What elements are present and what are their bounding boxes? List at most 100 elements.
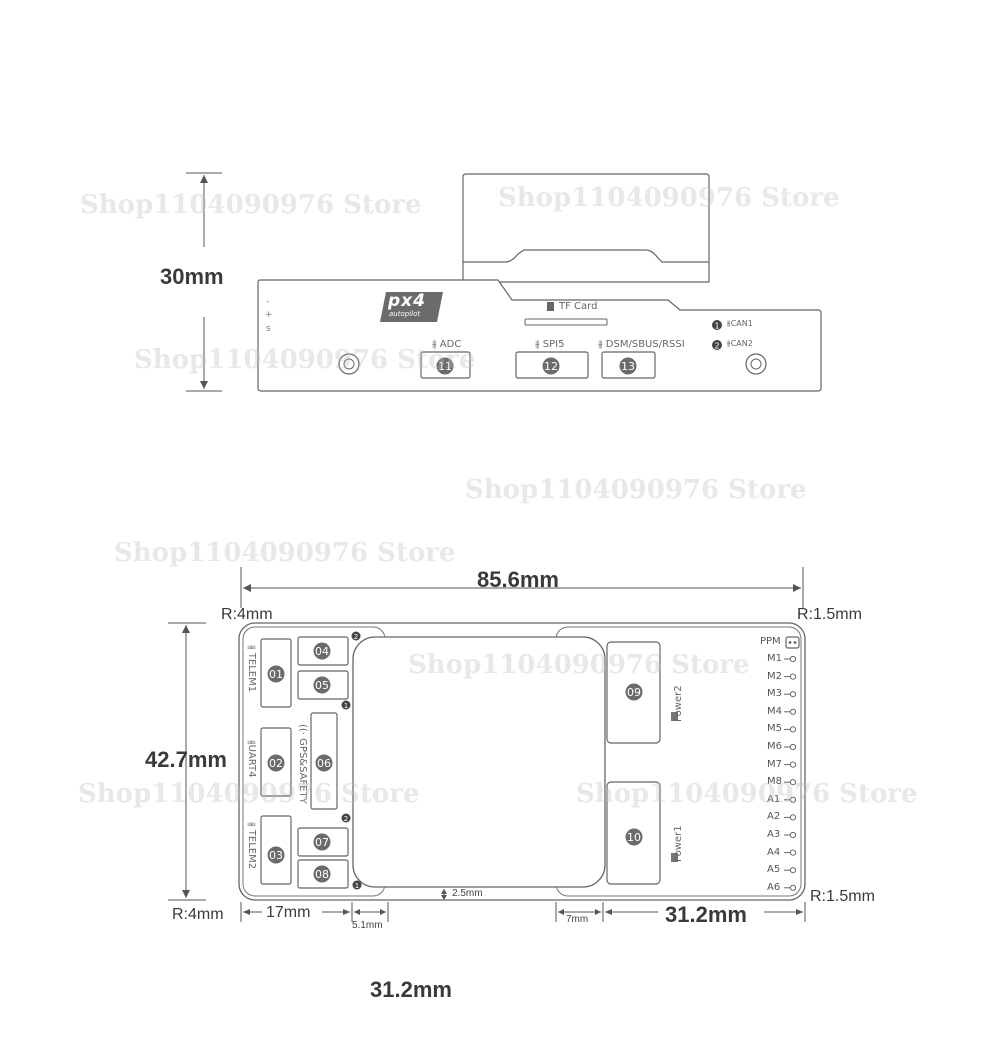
power1-label-text: Power1: [673, 825, 684, 862]
dsm-icon: ⫵: [598, 339, 603, 350]
svg-text:11: 11: [438, 360, 452, 373]
px4-logo-text: px4: [388, 291, 426, 311]
svg-text:02: 02: [269, 757, 283, 770]
pin-dot-a1: [789, 796, 797, 803]
connector-10-power1[interactable]: 10: [606, 781, 678, 885]
top-center-case: [352, 636, 606, 888]
pin-label-a3: A3: [767, 829, 781, 840]
svg-text:01: 01: [269, 668, 283, 681]
dim-5-1mm: 5.1mm: [352, 920, 383, 931]
bottom-dimensions: [240, 889, 806, 922]
pin-dot-a3: [789, 831, 797, 839]
dim-17mm: 17mm: [266, 904, 311, 921]
connector-05[interactable]: 05: [297, 670, 349, 700]
telem2-label-text: TELEM2: [246, 829, 257, 870]
svg-text:13: 13: [621, 360, 635, 373]
side-port-adc[interactable]: 11: [420, 351, 471, 379]
svg-text:1: 1: [355, 882, 359, 890]
svg-text:2: 2: [354, 633, 358, 641]
side-top-case: [462, 173, 710, 283]
bullet-2-top: 2: [351, 631, 361, 641]
radius-top-left: R:4mm: [221, 606, 273, 623]
dsm-label-text: DSM/SBUS/RSSI: [605, 339, 685, 350]
pin-dot-m8: [789, 779, 797, 786]
svg-text:10: 10: [627, 831, 641, 844]
svg-text:09: 09: [627, 686, 641, 699]
connector-03[interactable]: 03: [260, 815, 292, 885]
pin-dot-m1: [789, 655, 797, 663]
connector-08[interactable]: 08: [297, 859, 349, 889]
svg-text:07: 07: [315, 836, 329, 849]
px4-logo: [380, 292, 443, 322]
pin-label-a2: A2: [767, 811, 781, 823]
side-height-label: 30mm: [160, 264, 224, 289]
top-height-dimension: [168, 622, 206, 901]
svg-text:08: 08: [315, 868, 329, 881]
spi5-icon: ⫵: [535, 339, 540, 350]
bullet-1-top: 1: [341, 700, 351, 710]
svg-text:06: 06: [317, 757, 331, 770]
dsm-label: ⫵ DSM/SBUS/RSSI: [598, 339, 685, 350]
mount-hole-right: [745, 353, 767, 375]
connector-02[interactable]: 02: [260, 727, 292, 797]
can2-label: ⫵CAN2: [727, 339, 753, 349]
power2-label-text: Power2: [673, 685, 684, 722]
svg-text:05: 05: [315, 679, 329, 692]
pin-dot-m7: [789, 761, 797, 768]
svg-text:2: 2: [344, 815, 348, 823]
svg-text:1: 1: [344, 702, 348, 710]
adc-label: ⫵ ADC: [432, 339, 461, 350]
pin-dot-a5: [789, 867, 797, 874]
dim-31-2mm-bottom: 31.2mm: [370, 977, 452, 1002]
dim-7mm: 7mm: [566, 914, 589, 925]
side-port-dsm[interactable]: 13: [601, 351, 656, 379]
pin-dot-a4: [789, 849, 797, 856]
svg-text:12: 12: [544, 360, 558, 373]
power1-label: Power1: [673, 825, 684, 862]
connector-06[interactable]: 06: [310, 712, 338, 810]
uart4-label: ⫵UART4: [246, 740, 257, 777]
pin-label-m1: M1: [767, 653, 782, 664]
svg-text:03: 03: [269, 849, 283, 862]
side-port-spi5[interactable]: 12: [515, 351, 589, 379]
pin-label-a1: A1: [767, 793, 781, 805]
bullet-2-bottom: 2: [341, 813, 351, 823]
radius-bottom-left: R:4mm: [172, 906, 224, 923]
side-height-dimension: [186, 172, 222, 392]
can2-bullet: 2: [712, 340, 722, 351]
pin-label-m3: M3: [767, 688, 782, 700]
connector-01[interactable]: 01: [260, 638, 292, 708]
dim-31-2mm-right: 31.2mm: [665, 902, 747, 927]
pin-label-m7: M7: [767, 758, 782, 770]
telem2-label: ⫵ TELEM2: [246, 822, 257, 869]
bullet-1-bottom: 1: [352, 880, 362, 890]
side-pin-plus: +: [265, 310, 273, 320]
radius-top-right: R:1.5mm: [797, 606, 862, 623]
connector-04[interactable]: 04: [297, 636, 349, 666]
adc-icon: ⫵: [432, 339, 437, 350]
connector-07[interactable]: 07: [297, 827, 349, 857]
px4-logo-subtext: autopilot: [389, 310, 421, 318]
power2-label: Power2: [673, 685, 684, 722]
pin-dot-m2: [789, 673, 797, 680]
gps-safety-label: ((· GPS&SAFETY: [297, 724, 308, 804]
pin-label-a5: A5: [767, 864, 781, 876]
top-height-label: 42.7mm: [145, 747, 227, 772]
telem1-icon: ⫵: [246, 645, 257, 650]
pin-dot-m5: [789, 726, 797, 733]
sd-card-icon: [547, 302, 554, 311]
tf-card-slot[interactable]: [524, 318, 608, 326]
spi5-label-text: SPI5: [542, 339, 565, 350]
gps-safety-label-text: GPS&SAFETY: [297, 738, 308, 804]
gps-signal-icon: ((·: [297, 724, 308, 735]
pin-label-m5: M5: [767, 723, 782, 735]
svg-text:2: 2: [714, 342, 719, 351]
spi5-label: ⫵ SPI5: [535, 339, 565, 350]
connector-09-power2[interactable]: 09: [606, 641, 678, 744]
telem1-label-text: TELEM1: [246, 652, 257, 693]
pin-dot-a2: [789, 814, 797, 821]
side-pin-s: s: [266, 324, 271, 334]
